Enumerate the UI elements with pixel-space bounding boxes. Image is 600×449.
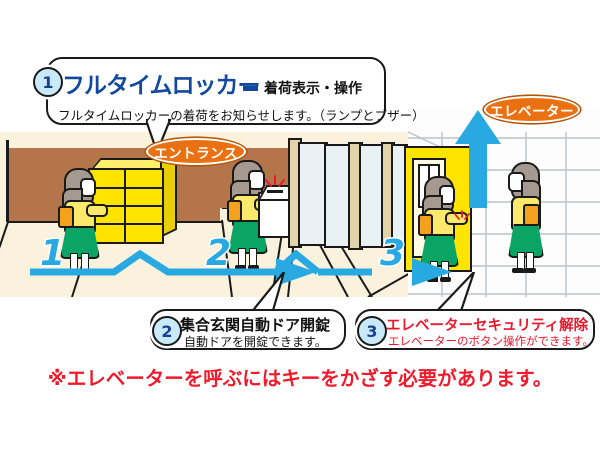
callout-2-number: 2: [152, 316, 182, 346]
walk-path: [30, 250, 452, 286]
callout-1: [46, 57, 386, 125]
tag-elevator: エレベーター: [484, 96, 580, 123]
person-at-elevator-reader: [418, 176, 468, 282]
callout-1-subtitle: 着荷表示・操作: [264, 81, 362, 97]
callout-3: [355, 309, 595, 350]
person-at-locker: [56, 168, 108, 274]
scene-illustration: [0, 108, 600, 297]
step-marker-2: 2: [204, 233, 232, 274]
callout-3-tail: [432, 272, 476, 314]
callout-2-title: 集合玄関自動ドア開錠: [180, 316, 331, 334]
callout-1-number: 1: [33, 67, 63, 97]
callout-2-tail: [248, 272, 286, 314]
callout-1-description: フルタイムロッカーの着荷をお知らせします。（ランプとブザー）: [58, 108, 425, 123]
left-wall-edge: [6, 140, 9, 222]
callout-2: [150, 309, 346, 350]
tag-entrance: エントランス: [146, 138, 246, 165]
step-marker-1: 1: [38, 233, 66, 274]
callout-1-tail: [146, 118, 172, 152]
auto-door-panel-1[interactable]: [298, 142, 328, 246]
key-spark-icon: [265, 175, 285, 187]
callout-2-subtitle: 自動ドアを開錠できます。: [184, 335, 327, 349]
step-marker-3: 3: [378, 233, 406, 274]
callout-3-subtitle: エレベーターのボタン操作ができます。: [388, 334, 594, 348]
footnote-text: ※エレベーターを呼ぶにはキーをかざす必要があります。: [47, 367, 553, 390]
callout-1-dash: [243, 86, 258, 91]
callout-3-title: エレベーターセキュリティ解除: [386, 318, 589, 334]
elevator-key-spark-icon: [454, 210, 470, 220]
callout-1-title: フルタイムロッカー: [62, 73, 261, 99]
person-waiting: [505, 162, 545, 274]
auto-door-panel-2[interactable]: [324, 144, 352, 248]
elevator-up-arrow-icon: [455, 110, 501, 208]
callout-3-number: 3: [357, 316, 387, 346]
